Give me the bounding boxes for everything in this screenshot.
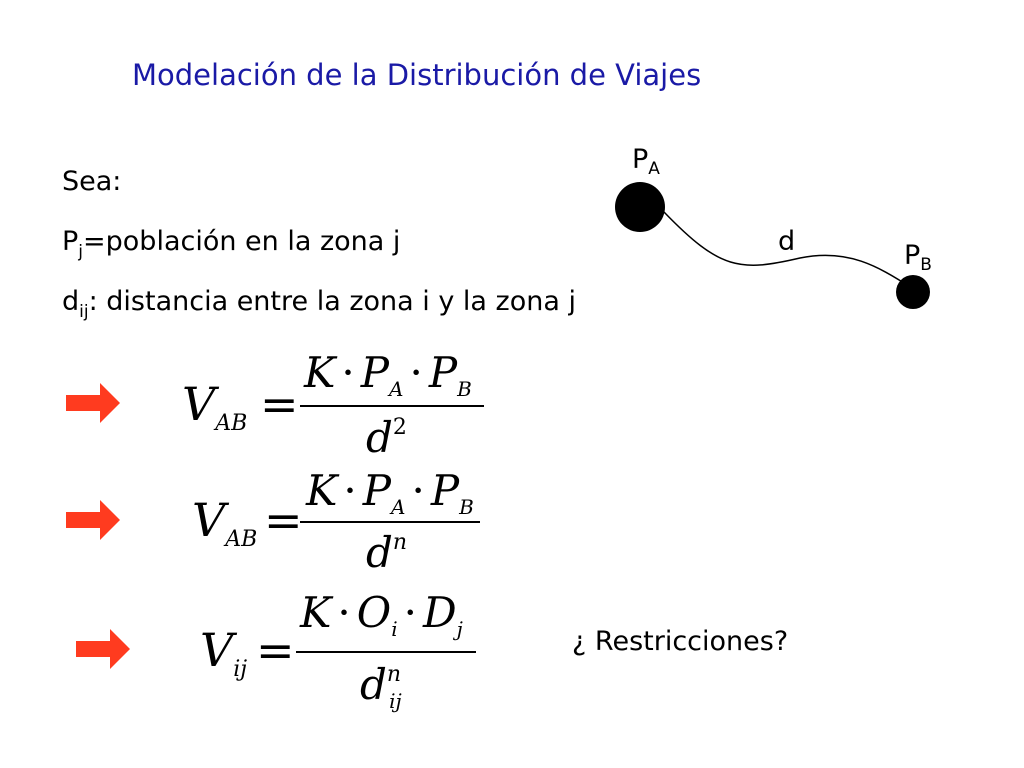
formula-lhs: VAB — [192, 493, 258, 552]
d-symbol: d — [62, 286, 80, 317]
right-arrow-icon — [66, 500, 120, 540]
zone-a-label: PA — [632, 144, 660, 179]
formula-lhs: Vij — [200, 623, 248, 682]
fraction-bar — [296, 651, 476, 653]
restrictions-question: ¿ Restricciones? — [572, 626, 789, 657]
population-definition: Pj=población en la zona j — [62, 226, 401, 261]
equals-sign: = — [256, 623, 295, 677]
formula-denominator: d2 — [366, 413, 407, 462]
formula-denominator: dnij — [360, 660, 402, 713]
equals-sign: = — [264, 493, 303, 547]
distance-label: d — [778, 226, 796, 257]
right-arrow-icon — [76, 629, 130, 669]
distance-curve — [663, 211, 913, 289]
distance-definition: dij: distancia entre la zona i y la zona… — [62, 286, 576, 321]
p-description: =población en la zona j — [83, 226, 401, 257]
right-arrow-icon — [66, 383, 120, 423]
zone-a-node — [615, 182, 665, 232]
p-subscript: j — [78, 242, 84, 262]
formula-numerator: K·Oi·Dj — [300, 588, 463, 641]
zone-b-label: PB — [904, 240, 932, 275]
formula-lhs: VAB — [182, 377, 248, 436]
sea-label: Sea: — [62, 166, 122, 197]
formula-numerator: K·PA·PB — [304, 348, 472, 401]
formula-denominator: dn — [366, 528, 408, 577]
formula-numerator: K·PA·PB — [306, 466, 474, 519]
d-subscript: ij — [79, 302, 89, 322]
slide-title: Modelación de la Distribución de Viajes — [132, 58, 702, 92]
fraction-bar — [300, 405, 484, 407]
d-description: : distancia entre la zona i y la zona j — [88, 286, 576, 317]
p-symbol: P — [62, 226, 79, 257]
fraction-bar — [300, 521, 480, 523]
equals-sign: = — [260, 377, 299, 431]
zone-b-node — [896, 275, 930, 309]
